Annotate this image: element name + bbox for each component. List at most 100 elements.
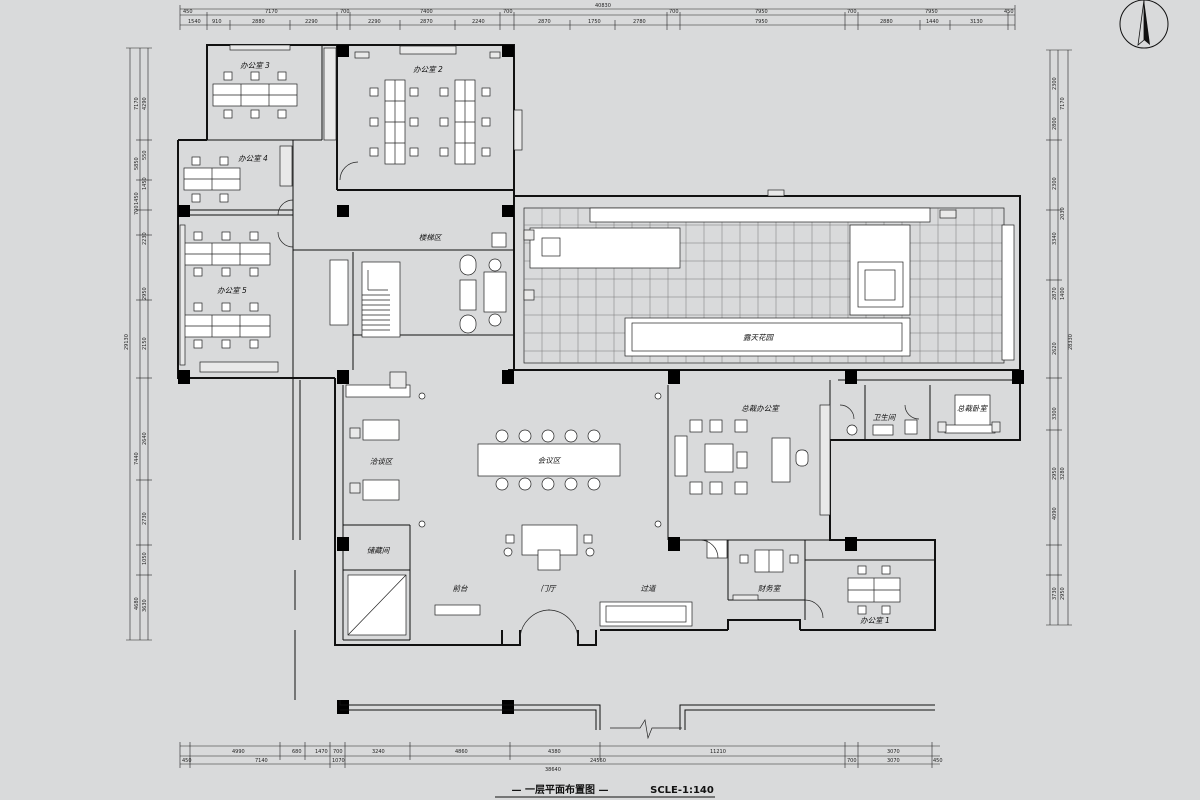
- dim-right: 3280: [1060, 467, 1066, 480]
- office-1-furniture: [847, 565, 901, 615]
- label-stair-area: 楼梯区: [419, 233, 443, 242]
- dim-right: 4090: [1052, 507, 1058, 520]
- dim-top-small: 700: [669, 9, 679, 15]
- dim-right: 3340: [1052, 232, 1058, 245]
- dim-top-r1: 7950: [925, 9, 938, 15]
- label-lounge: 洽谈区: [370, 457, 394, 466]
- lounge-furniture: [345, 371, 426, 528]
- dim-bottom-small: 450: [933, 758, 943, 764]
- dim-top-r1: 7400: [420, 9, 433, 15]
- meeting-table: [477, 392, 662, 528]
- label-office-2: 办公室 2: [413, 65, 443, 74]
- dim-bottom-small: 700: [847, 758, 857, 764]
- dim-left: 1050: [142, 552, 148, 565]
- site-boundary: [294, 570, 935, 740]
- dim-top-r2: 2870: [538, 19, 551, 25]
- label-office-4: 办公室 4: [238, 154, 268, 163]
- office-5-furniture: [179, 224, 279, 373]
- roof-garden: [523, 189, 1015, 364]
- dim-top-r2: 2290: [368, 19, 381, 25]
- dim-right: 2950: [1052, 467, 1058, 480]
- label-ceo-bedroom: 总裁卧室: [957, 404, 988, 413]
- dim-right: 3730: [1052, 587, 1058, 600]
- office-3-furniture: [212, 44, 337, 141]
- label-storage: 储藏间: [367, 546, 391, 555]
- dim-left: 1450: [142, 177, 148, 190]
- dim-top-r2: 2870: [420, 19, 433, 25]
- dim-left: 4680: [134, 597, 140, 610]
- ceo-office-furniture: [674, 404, 831, 559]
- left-dimension-lines: 29130 7170 4290 5850 550 1450 1450 700 2…: [124, 47, 152, 641]
- reception-furniture: [434, 604, 481, 616]
- label-reception: 前台: [453, 584, 468, 593]
- title-block: — 一层平面布置图 — SCLE-1:140: [495, 783, 715, 798]
- dim-bottom: 3240: [372, 749, 385, 755]
- dim-left: 550: [142, 150, 148, 160]
- dim-top-r2: 2880: [880, 19, 893, 25]
- dim-top-small: 700: [847, 9, 857, 15]
- dim-top-r2: 1440: [926, 19, 939, 25]
- dim-right: 3300: [1052, 407, 1058, 420]
- dim-bottom-small: 450: [182, 758, 192, 764]
- dim-left: 3630: [142, 599, 148, 612]
- dim-left: 5850: [134, 157, 140, 170]
- storage-furniture: [347, 574, 407, 636]
- dim-top-r2: 2880: [252, 19, 265, 25]
- dim-top-r2: 2240: [472, 19, 485, 25]
- dim-right: 7170: [1060, 97, 1066, 110]
- label-office-5: 办公室 5: [217, 286, 247, 295]
- room-labels: 办公室 3 办公室 2 办公室 4 办公室 5 楼梯区 露天花园 总裁办公室 卫…: [217, 61, 988, 625]
- dim-top-r2: 1540: [188, 19, 201, 25]
- dim-bottom: 4860: [455, 749, 468, 755]
- dim-top-r1: 7170: [265, 9, 278, 15]
- bottom-dimension-lines: 4990 680 1470 3240 4860 4380 11210 3070 …: [179, 742, 943, 773]
- dim-right: 2030: [1060, 207, 1066, 220]
- dim-top-total: 40830: [595, 3, 611, 9]
- dim-top-r1: 7950: [755, 9, 768, 15]
- restroom-furniture: [846, 419, 918, 436]
- dim-bottom: 680: [292, 749, 302, 755]
- label-meeting: 会议区: [538, 456, 562, 465]
- dim-left: 1450: [134, 192, 140, 205]
- dim-bottom: 1070: [332, 758, 345, 764]
- dim-bottom: 7140: [255, 758, 268, 764]
- label-office-3: 办公室 3: [240, 61, 270, 70]
- dim-top-r2: 3130: [970, 19, 983, 25]
- dim-bottom: 3070: [887, 749, 900, 755]
- label-finance: 财务室: [758, 584, 782, 593]
- dim-right: 2300: [1052, 77, 1058, 90]
- dim-left: 2950: [142, 287, 148, 300]
- dim-bottom: 24560: [590, 758, 606, 764]
- dim-top-small: 700: [503, 9, 513, 15]
- dim-bottom: 4990: [232, 749, 245, 755]
- corridor-furniture: [599, 601, 693, 627]
- right-dimension-lines: 28330 2300 2800 7170 2300 3340 2030 2870…: [1046, 49, 1074, 626]
- dim-left: 7170: [134, 97, 140, 110]
- dim-right: 2870: [1052, 287, 1058, 300]
- dim-top-r2: 910: [212, 19, 222, 25]
- dim-top-r2: 2290: [305, 19, 318, 25]
- stair-area-furniture: [329, 109, 535, 338]
- dim-left: 2150: [142, 337, 148, 350]
- ceo-bedroom-furniture: [937, 394, 1001, 434]
- label-restroom: 卫生间: [873, 413, 897, 422]
- label-roof-garden: 露天花园: [743, 333, 774, 342]
- dim-top-small: 450: [1004, 9, 1014, 15]
- dim-bottom: 3070: [887, 758, 900, 764]
- label-office-1: 办公室 1: [860, 616, 890, 625]
- dim-left-total: 29130: [124, 334, 130, 350]
- north-arrow-icon: [1119, 0, 1169, 49]
- dim-left: 2640: [142, 432, 148, 445]
- dim-right: 2300: [1052, 177, 1058, 190]
- dim-right: 2950: [1060, 587, 1066, 600]
- dim-bottom: 4380: [548, 749, 561, 755]
- dim-right: 1400: [1060, 287, 1066, 300]
- dim-bottom-small: 700: [333, 749, 343, 755]
- finance-furniture: [732, 549, 799, 601]
- lobby-furniture: [503, 524, 595, 641]
- office-2-furniture: [354, 45, 501, 165]
- label-ceo-office: 总裁办公室: [741, 404, 780, 413]
- dim-top-r2: 7950: [755, 19, 768, 25]
- door-swings: [277, 161, 920, 619]
